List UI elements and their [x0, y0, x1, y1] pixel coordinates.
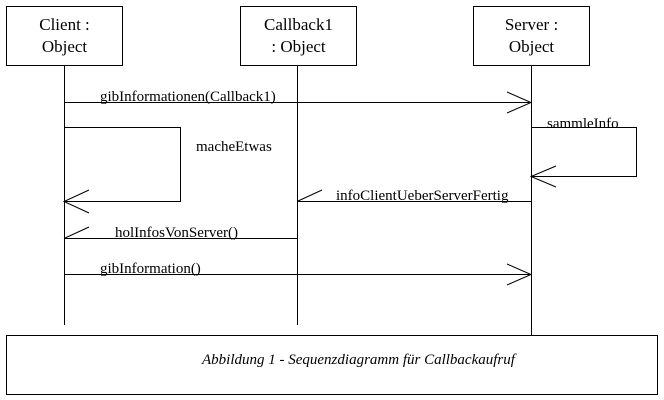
callback-object-box: Callback1 : Object [240, 6, 357, 66]
message-label-gibInformation: gibInformation() [100, 261, 201, 277]
arrowhead-holInfos [63, 226, 90, 239]
arrowhead-gibInformation [506, 263, 533, 286]
server-object-box: Server : Object [473, 6, 590, 66]
arrowhead-macheEtwas [62, 189, 90, 214]
client-object-label-line2: Object [41, 37, 88, 56]
arrow-macheEtwas [64, 127, 181, 202]
arrowhead-infoClient [296, 189, 323, 202]
message-label-sammleInfo: sammleInfo [547, 116, 619, 132]
caption-box: Abbildung 1 - Sequenzdiagramm für Callba… [6, 335, 658, 395]
callback-object-label-line2: : Object [271, 37, 326, 56]
client-object-box: Client : Object [6, 6, 123, 66]
arrowhead-sammleInfo [529, 165, 557, 188]
server-object-label-line1: Server : [504, 15, 559, 34]
arrowhead-gibInformationen [506, 91, 533, 114]
message-label-infoClientUeberServerFertig: infoClientUeberServerFertig [336, 188, 509, 204]
callback-object-label-line1: Callback1 [264, 15, 333, 34]
message-label-macheEtwas: macheEtwas [196, 139, 272, 155]
figure-caption: Abbildung 1 - Sequenzdiagramm für Callba… [202, 352, 515, 368]
client-object-label-line1: Client : [39, 15, 90, 34]
message-label-holInfosVonServer: holInfosVonServer() [115, 225, 239, 241]
server-object-label-line2: Object [508, 37, 555, 56]
message-label-gibInformationen: gibInformationen(Callback1) [100, 89, 276, 105]
arrow-sammleInfo [531, 127, 637, 177]
